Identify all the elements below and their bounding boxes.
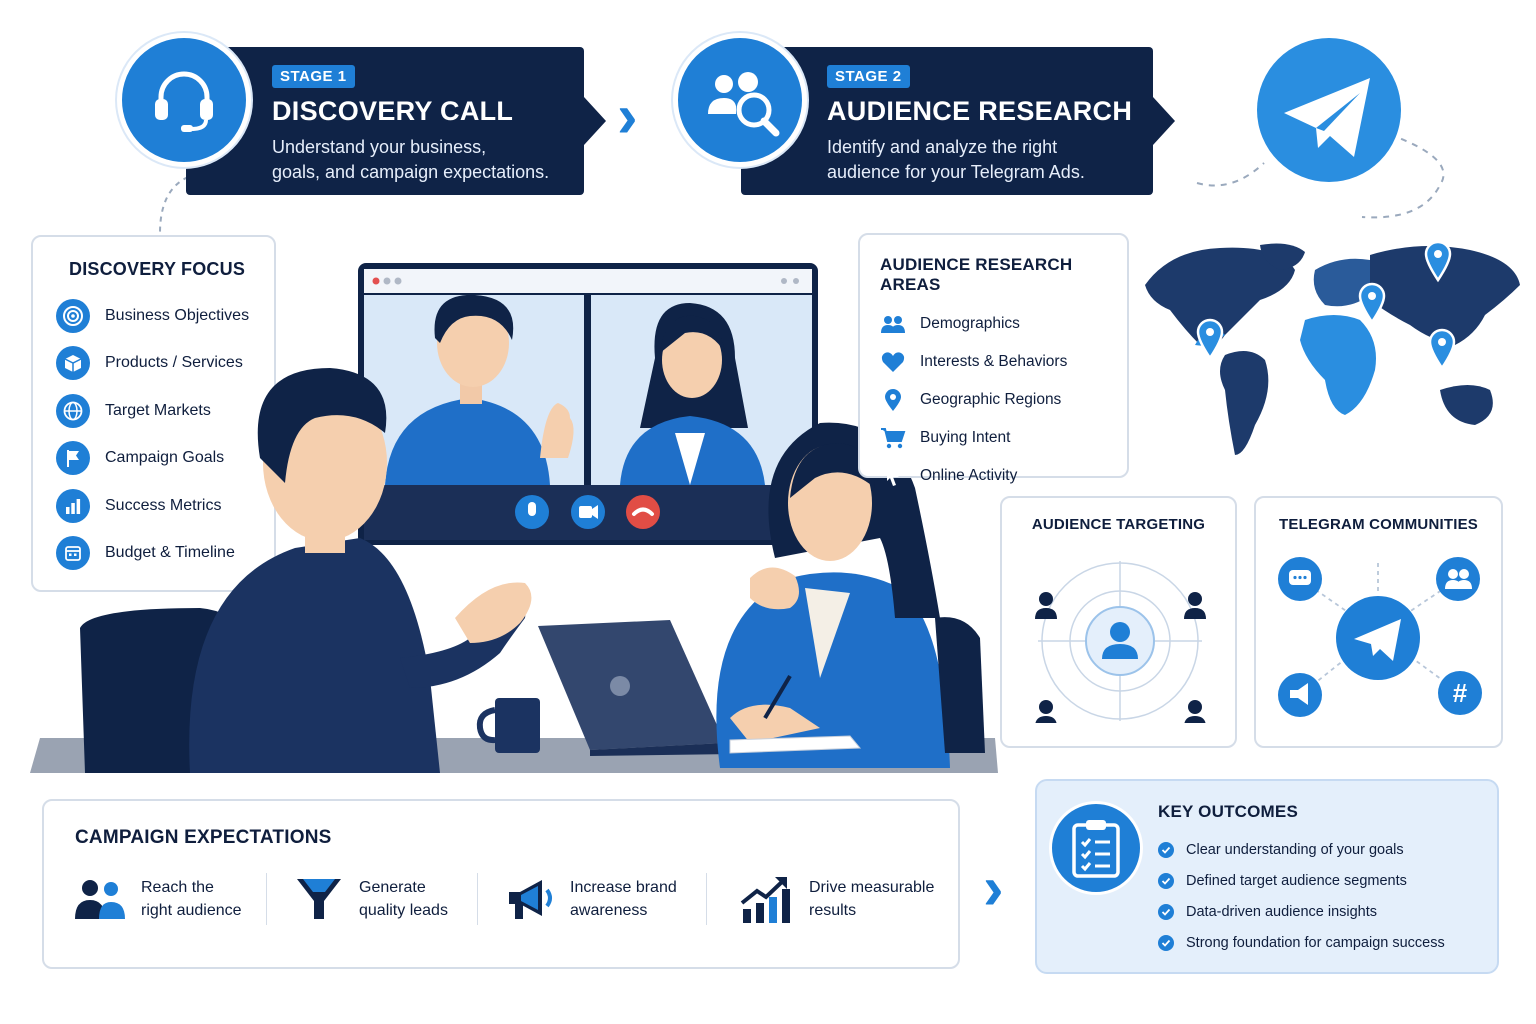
people-icon: [881, 316, 905, 333]
svg-text:#: #: [1453, 678, 1468, 708]
focus-item: Budget & Timeline: [56, 530, 274, 578]
clipboard-checklist-icon: [1072, 820, 1120, 878]
megaphone-icon: [509, 880, 552, 919]
focus-item: Products / Services: [56, 340, 274, 388]
outcome-item: Defined target audience segments: [1158, 865, 1445, 896]
growth-chart-icon: [740, 877, 790, 923]
outcome-item: Data-driven audience insights: [1158, 896, 1445, 927]
location-pin-icon: [885, 389, 901, 411]
stage1-desc: Understand your business, goals, and cam…: [272, 137, 550, 182]
box-icon: [64, 355, 82, 373]
area-item: Interests & Behaviors: [880, 343, 1127, 381]
focus-item: Business Objectives: [56, 292, 274, 340]
target-audience-icon: [1035, 561, 1206, 723]
audience-targeting-card: AUDIENCE TARGETING: [1000, 496, 1237, 748]
funnel-icon: [297, 879, 341, 919]
stage1-icon-circle: [117, 33, 251, 167]
focus-item: Success Metrics: [56, 482, 274, 530]
stage2-banner: STAGE 2 AUDIENCE RESEARCH Identify and a…: [741, 47, 1175, 195]
key-outcomes-card: KEY OUTCOMES Clear understanding of your…: [1035, 779, 1499, 974]
cart-icon: [881, 428, 906, 449]
stage2-tag: STAGE 2: [827, 65, 910, 88]
check-icon: [1158, 903, 1174, 920]
outcome-item: Clear understanding of your goals: [1158, 834, 1445, 865]
community-network-icon: #: [1278, 557, 1482, 717]
telegram-communities-title: TELEGRAM COMMUNITIES: [1279, 516, 1478, 533]
focus-item: Campaign Goals: [56, 435, 274, 483]
audience-targeting-title: AUDIENCE TARGETING: [1031, 516, 1206, 533]
audience-research-areas-title: AUDIENCE RESEARCH AREAS: [880, 255, 1073, 294]
calendar-icon: [65, 546, 81, 562]
target-icon: [63, 305, 83, 326]
chevron-right-icon: ›: [617, 82, 638, 151]
area-item: Geographic Regions: [880, 381, 1127, 419]
area-item: Online Activity: [880, 457, 1127, 495]
check-icon: [1158, 841, 1174, 858]
campaign-expectations-title: CAMPAIGN EXPECTATIONS: [75, 827, 332, 848]
audience-research-areas-card: AUDIENCE RESEARCH AREAS Demographics Int…: [858, 233, 1129, 486]
pointer-icon: [887, 467, 899, 486]
telegram-logo-icon: [1196, 38, 1445, 219]
heart-icon: [881, 352, 905, 372]
world-map-illustration: [1145, 240, 1520, 455]
divider: [477, 873, 478, 925]
stage1-title: DISCOVERY CALL: [272, 96, 514, 126]
stage2-title: AUDIENCE RESEARCH: [827, 96, 1133, 126]
people-icon: [75, 880, 125, 919]
outcome-item: Strong foundation for campaign success: [1158, 927, 1445, 958]
chevron-right-icon: ›: [983, 854, 1004, 923]
focus-item: Target Markets: [56, 387, 274, 435]
users-search-icon: [708, 72, 780, 137]
key-outcomes-title: KEY OUTCOMES: [1158, 802, 1298, 821]
discovery-focus-title: DISCOVERY FOCUS: [69, 259, 246, 279]
discovery-focus-card: DISCOVERY FOCUS Business Objectives Prod…: [31, 235, 276, 592]
stage1-banner: STAGE 1 DISCOVERY CALL Understand your b…: [186, 47, 606, 195]
divider: [266, 873, 267, 925]
video-call-illustration: [30, 263, 998, 773]
flag-icon: [67, 450, 79, 468]
area-item: Demographics: [880, 305, 1127, 343]
check-icon: [1158, 934, 1174, 951]
bar-chart-icon: [66, 498, 81, 514]
area-item: Buying Intent: [880, 419, 1127, 457]
stage2-desc: Identify and analyze the right audience …: [827, 137, 1085, 182]
clipboard-icon-circle: [1049, 801, 1143, 895]
divider: [706, 873, 707, 925]
headset-icon: [155, 71, 213, 132]
stage2-icon-circle: [673, 33, 807, 167]
globe-icon: [63, 401, 83, 421]
check-icon: [1158, 872, 1174, 889]
stage1-tag: STAGE 1: [272, 65, 355, 88]
telegram-communities-card: TELEGRAM COMMUNITIES #: [1254, 496, 1503, 748]
